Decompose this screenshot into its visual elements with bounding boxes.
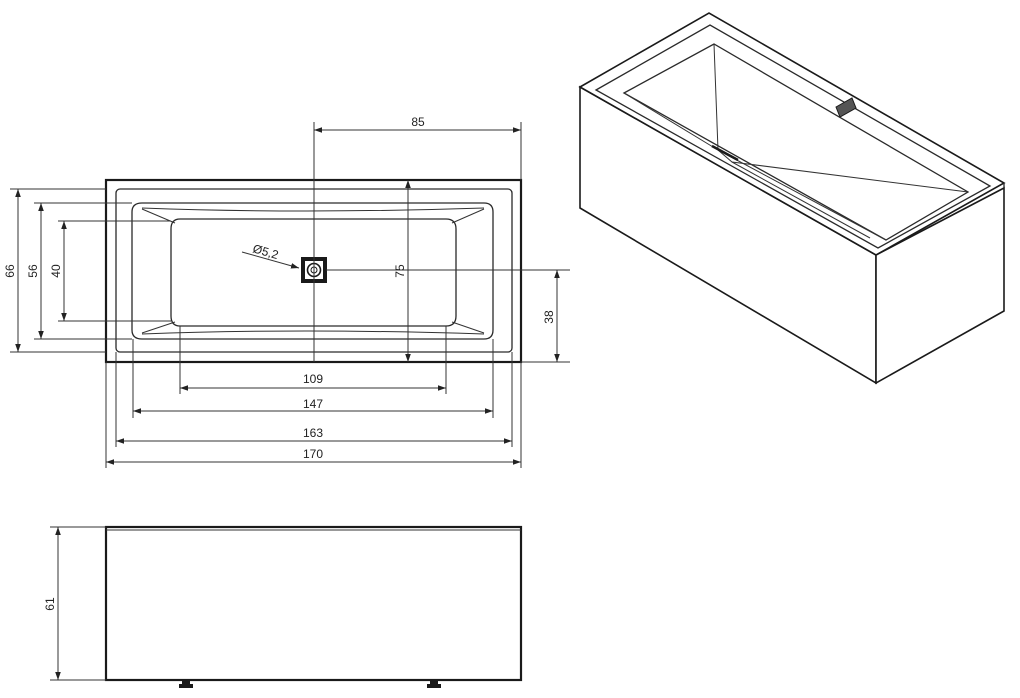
dim-width-inner: 147 [303,397,323,411]
iso-face-short [875,186,1005,385]
iso-basin-corner [623,92,719,151]
corner-line-br [451,321,485,334]
dim-width-outer: 170 [303,447,323,461]
iso-drain-icon [711,144,739,162]
dim-width-bottom: 109 [303,372,323,386]
wall-contour-top [141,207,485,212]
basin-outline [131,202,494,340]
dim-depth-inner: 56 [26,264,40,278]
isometric-view [578,12,1006,385]
dim-width-rim: 163 [303,426,323,440]
iso-basin-floor-edge-2 [731,161,871,239]
corner-line-tr [451,208,485,224]
dim-rim-depth: 75 [393,264,407,278]
foot-right-icon [427,680,441,688]
foot-left-icon [179,680,193,688]
dim-height: 61 [43,597,57,611]
top-view: Ø5,2 85 75 38 66 56 40 109 147 [3,115,570,468]
drain-diameter-leader [241,251,300,269]
dim-drain-offset: 85 [411,115,425,129]
dim-drain-y: 38 [542,310,556,324]
iso-basin-wall [713,43,969,193]
front-view: 61 [43,525,523,688]
iso-rim-inner [594,24,992,249]
drain-diameter-label: Ø5,2 [251,241,280,262]
tub-front-panel [104,525,523,682]
wall-contour-bottom [141,330,485,335]
iso-basin-floor-edge [717,149,887,241]
dim-depth-bottom: 40 [49,264,63,278]
overflow-icon [835,97,857,118]
dim-depth-outer: 66 [3,264,17,278]
corner-line-bl [141,321,176,334]
